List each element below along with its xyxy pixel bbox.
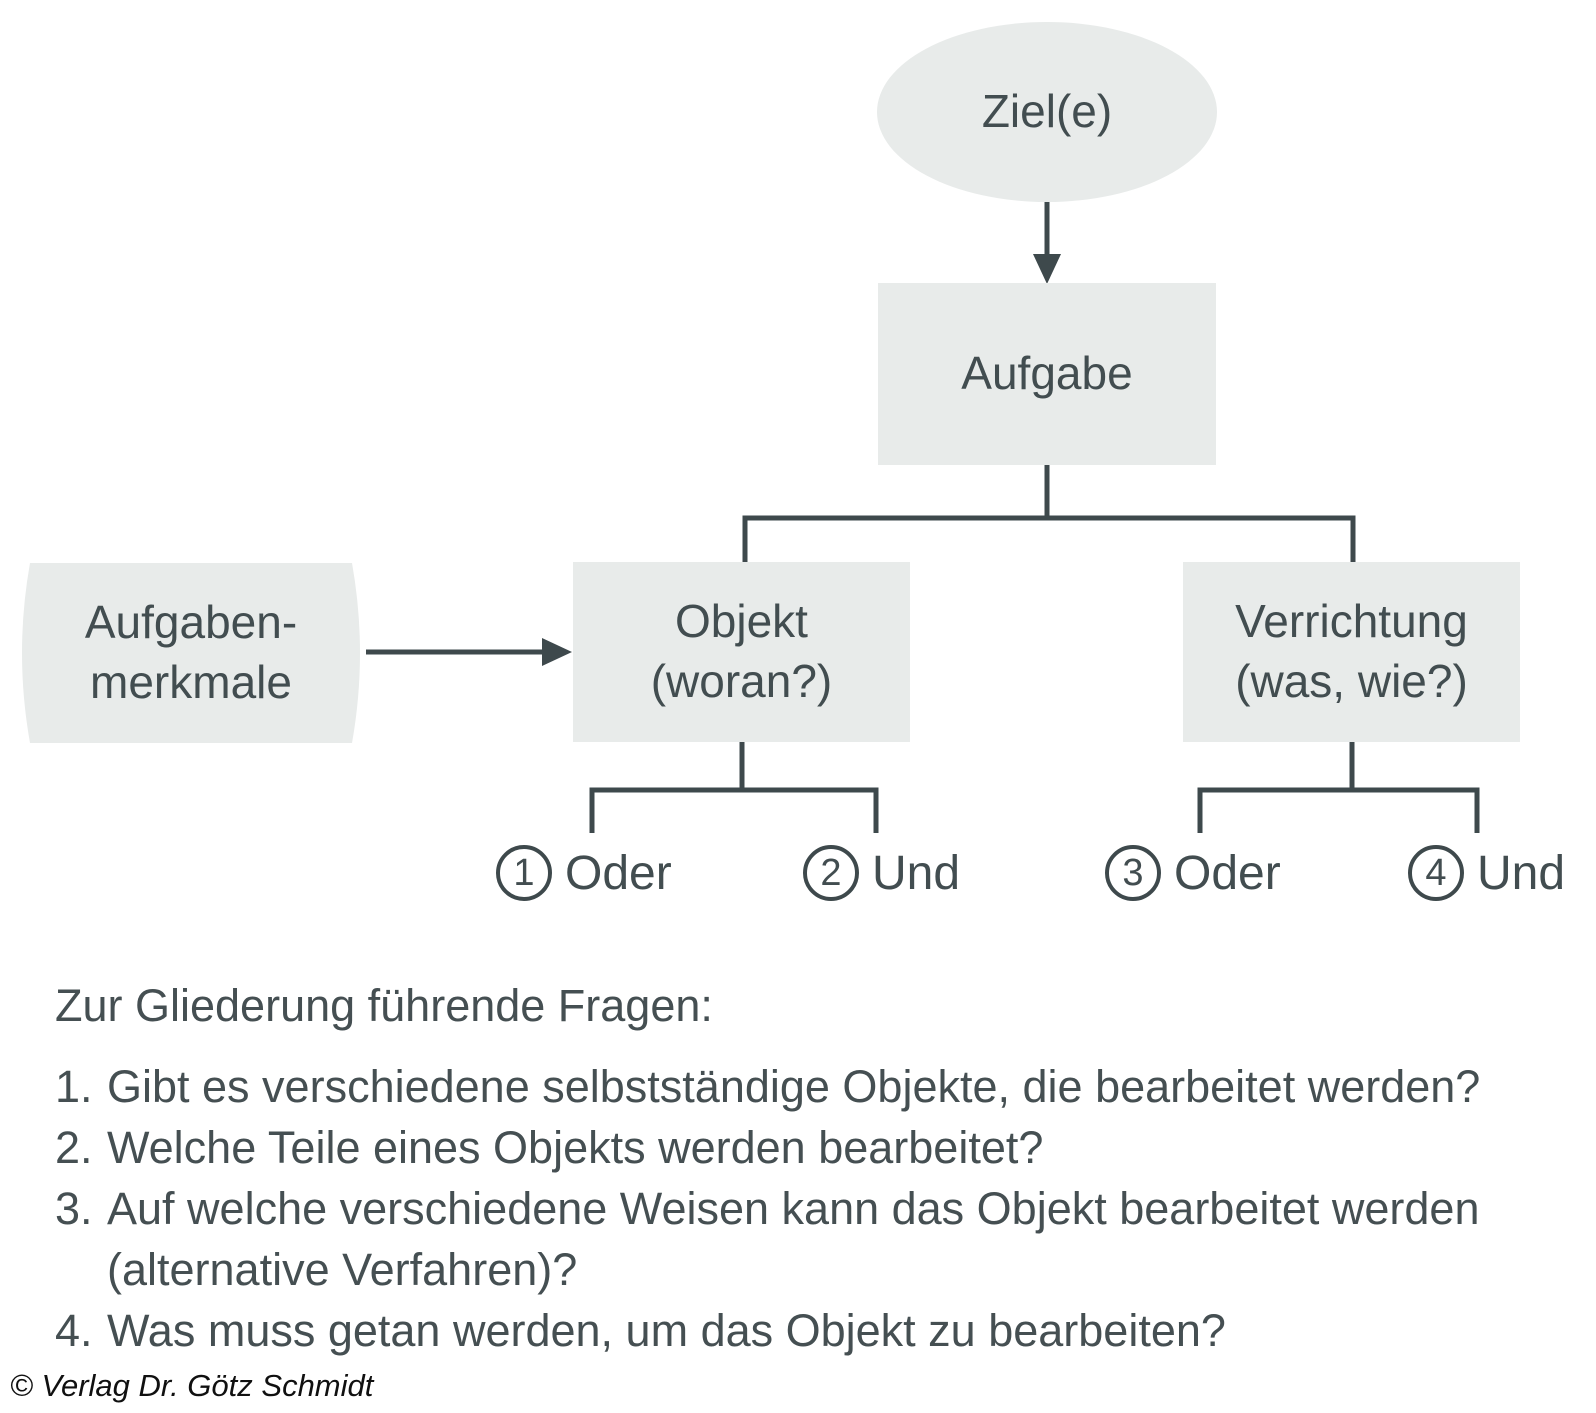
merkmale-label: Aufgaben- merkmale (84, 596, 298, 708)
question-text-4: Was muss getan werden, um das Objekt zu … (107, 1305, 1226, 1356)
branch-number-badge-4: 4 (1408, 845, 1464, 901)
verrichtung-branch-connector (1197, 742, 1480, 833)
aufgabe-tree-connector (742, 465, 1356, 562)
question-text-2: Welche Teile eines Objekts werden bearbe… (107, 1122, 1044, 1173)
questions-list: 1. Gibt es verschiedene selbstständige O… (55, 1056, 1565, 1361)
branch-number-badge-3: 3 (1105, 845, 1161, 901)
question-item-4: 4. Was muss getan werden, um das Objekt … (55, 1300, 1565, 1361)
merkmale-node: Aufgaben- merkmale (30, 562, 352, 744)
branch-label-1: Oder (565, 846, 672, 900)
question-text-3: Auf welche verschiedene Weisen kann das … (107, 1183, 1480, 1295)
question-number-2: 2. (55, 1122, 93, 1173)
question-text-1: Gibt es verschiedene selbstständige Obje… (107, 1061, 1481, 1112)
branch-item-4: 4 Und (1408, 844, 1565, 902)
branch-number-badge-1: 1 (496, 845, 552, 901)
question-item-2: 2. Welche Teile eines Objekts werden bea… (55, 1117, 1565, 1178)
branch-item-3: 3 Oder (1105, 844, 1281, 902)
question-item-1: 1. Gibt es verschiedene selbstständige O… (55, 1056, 1565, 1117)
branch-number-badge-2: 2 (803, 845, 859, 901)
branch-item-1: 1 Oder (496, 844, 672, 902)
questions-heading: Zur Gliederung führende Fragen: (55, 980, 713, 1031)
branch-label-4: Und (1477, 846, 1566, 900)
verrichtung-node: Verrichtung (was, wie?) (1183, 562, 1520, 742)
branch-label-2: Und (872, 846, 961, 900)
question-number-4: 4. (55, 1305, 93, 1356)
merkmale-shape-path (22, 563, 360, 743)
aufgabe-node: Aufgabe (878, 283, 1216, 465)
ziel-label: Ziel(e) (981, 85, 1113, 138)
objekt-label: Objekt (woran?) (650, 595, 833, 707)
objekt-branch-connector (589, 742, 879, 833)
aufgabe-label: Aufgabe (961, 347, 1133, 400)
verrichtung-label: Verrichtung (was, wie?) (1235, 595, 1468, 707)
question-number-3: 3. (55, 1183, 93, 1234)
objekt-node: Objekt (woran?) (573, 562, 910, 742)
down-arrowhead-icon (1033, 254, 1061, 284)
question-item-3: 3. Auf welche verschiedene Weisen kann d… (55, 1178, 1565, 1300)
right-arrowhead-icon (542, 638, 572, 666)
ziel-node: Ziel(e) (877, 22, 1217, 202)
branch-item-2: 2 Und (803, 844, 960, 902)
branch-label-3: Oder (1174, 846, 1281, 900)
copyright-text: © Verlag Dr. Götz Schmidt (10, 1368, 374, 1403)
merkmale-shape (22, 563, 360, 743)
question-number-1: 1. (55, 1061, 93, 1112)
